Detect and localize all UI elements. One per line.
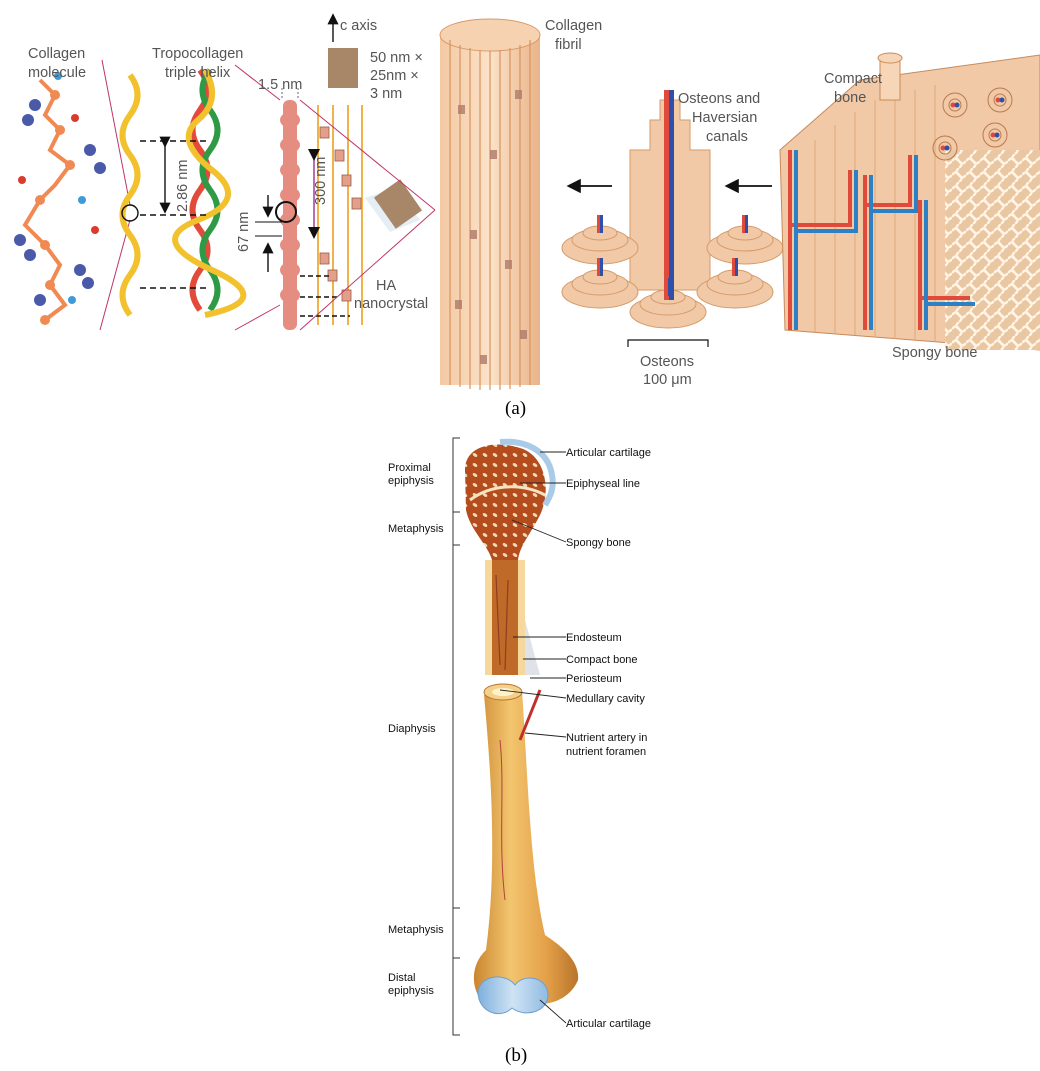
callout-nutrient-artery-2: nutrient foramen: [566, 746, 646, 758]
label-collagen-molecule-2: molecule: [28, 65, 86, 81]
label-osteons-2: 100 μm: [643, 372, 692, 388]
region-distal-epiphysis-1: Distal: [388, 972, 416, 984]
beaded-collagen: [280, 88, 300, 330]
label-spacing: 300 nm: [313, 157, 329, 205]
label-osteons-canals-3: canals: [706, 129, 748, 145]
caption-a: (a): [505, 398, 526, 419]
label-c-axis: c axis: [340, 18, 377, 34]
label-spongy: Spongy bone: [892, 345, 977, 361]
collagen-fibril-cylinder: [440, 19, 540, 390]
collagen-molecule-graphic: [14, 72, 106, 325]
label-period: 67 nm: [236, 212, 252, 252]
label-helix-pitch: 2.86 nm: [175, 160, 191, 212]
callout-medullary-cavity: Medullary cavity: [566, 693, 645, 705]
label-osteons-canals-2: Haversian: [692, 110, 757, 126]
caption-b: (b): [505, 1045, 527, 1066]
label-crystal-dims-2: 25nm ×: [370, 68, 419, 84]
label-osteons-canals-1: Osteons and: [678, 91, 760, 107]
label-collagen-molecule-1: Collagen: [28, 46, 85, 62]
callout-endosteum: Endosteum: [566, 632, 622, 644]
region-metaphysis-top: Metaphysis: [388, 523, 444, 535]
long-bone-graphic: [465, 442, 578, 1014]
region-metaphysis-bottom: Metaphysis: [388, 924, 444, 936]
label-tropocollagen-2: triple helix: [165, 65, 231, 81]
callout-periosteum: Periosteum: [566, 673, 622, 685]
region-proximal-epiphysis-2: epiphysis: [388, 475, 434, 487]
label-ha-2: nanocrystal: [354, 296, 428, 312]
callout-compact-bone: Compact bone: [566, 654, 638, 666]
callout-nutrient-artery-1: Nutrient artery in: [566, 732, 647, 744]
panel-b: Proximal epiphysis Metaphysis Diaphysis …: [388, 438, 651, 1066]
ha-crystal-icon: [328, 48, 358, 88]
region-distal-epiphysis-2: epiphysis: [388, 985, 434, 997]
label-compact-2: bone: [834, 90, 866, 106]
callout-epiphyseal-line: Epiphyseal line: [566, 478, 640, 490]
label-diameter: 1.5 nm: [258, 77, 302, 93]
label-crystal-dims-3: 3 nm: [370, 86, 402, 102]
label-ha-1: HA: [376, 278, 396, 294]
bone-block: [780, 53, 1040, 350]
label-crystal-dims-1: 50 nm ×: [370, 50, 423, 66]
panel-a: Collagen molecule Tropocollagen triple h…: [14, 16, 1040, 419]
label-osteons-1: Osteons: [640, 354, 694, 370]
region-diaphysis: Diaphysis: [388, 723, 436, 735]
label-compact-1: Compact: [824, 71, 882, 87]
callout-articular-cartilage-top: Articular cartilage: [566, 447, 651, 459]
region-bracket: [453, 438, 460, 1035]
region-proximal-epiphysis-1: Proximal: [388, 462, 431, 474]
label-fibril-2: fibril: [555, 37, 582, 53]
collagen-strand: [123, 75, 138, 315]
callout-spongy-bone: Spongy bone: [566, 537, 631, 549]
label-fibril-1: Collagen: [545, 18, 602, 34]
callout-articular-cartilage-bottom: Articular cartilage: [566, 1018, 651, 1030]
label-tropocollagen-1: Tropocollagen: [152, 46, 243, 62]
